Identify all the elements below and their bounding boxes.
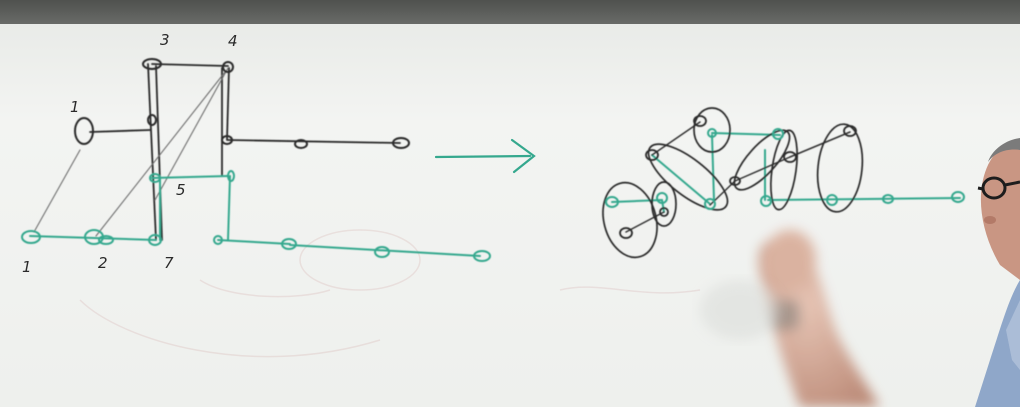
left-graph-labels: 3 4 1 1 2 7 5 bbox=[22, 31, 238, 276]
node-right-2 bbox=[294, 139, 308, 149]
glasses-icon bbox=[977, 176, 1020, 200]
rnode-b4 bbox=[729, 176, 741, 186]
label-1-top: 1 bbox=[70, 98, 80, 116]
group-4 bbox=[693, 107, 731, 153]
group-7 bbox=[816, 123, 864, 213]
rnode-b2 bbox=[645, 149, 659, 161]
left-graph-black-nodes bbox=[74, 58, 410, 149]
label-7: 7 bbox=[164, 254, 174, 272]
node-g5 bbox=[149, 173, 161, 183]
left-graph-green-edges bbox=[29, 175, 481, 257]
right-graph-green-edges bbox=[611, 132, 961, 213]
right-graph-black-edges bbox=[625, 121, 851, 233]
node-g1 bbox=[21, 230, 41, 244]
node-g11 bbox=[473, 250, 491, 262]
rnode-b7 bbox=[659, 207, 669, 217]
node-mid bbox=[147, 114, 157, 126]
hand-shadow bbox=[700, 280, 780, 340]
rnode-b3 bbox=[693, 115, 707, 127]
right-graph-groups bbox=[602, 107, 864, 259]
node-g10 bbox=[374, 246, 390, 258]
rnode-1 bbox=[605, 196, 619, 208]
rnode-6 bbox=[882, 194, 894, 204]
rnode-7 bbox=[951, 191, 965, 203]
group-1 bbox=[602, 181, 658, 259]
presenter-head bbox=[975, 138, 1020, 407]
label-3: 3 bbox=[160, 31, 170, 49]
node-right-1 bbox=[221, 135, 233, 145]
whiteboard-surface bbox=[0, 24, 1020, 407]
label-4: 4 bbox=[228, 32, 238, 50]
presenter-shirt bbox=[975, 280, 1020, 407]
node-g6 bbox=[227, 170, 235, 182]
ghost-marks bbox=[79, 229, 701, 358]
group-6 bbox=[770, 129, 798, 211]
group-3 bbox=[647, 143, 729, 211]
blurred-hand bbox=[758, 230, 880, 407]
node-3 bbox=[142, 58, 162, 70]
presenter bbox=[700, 138, 1020, 407]
node-4 bbox=[222, 61, 234, 73]
right-graph-green-nodes bbox=[605, 128, 965, 210]
label-1-bottom: 1 bbox=[22, 258, 32, 276]
rnode-b5 bbox=[783, 151, 797, 163]
rnode-5 bbox=[826, 194, 838, 206]
node-1-top bbox=[74, 117, 94, 145]
node-g8 bbox=[213, 235, 223, 245]
right-graph-black-nodes bbox=[619, 115, 857, 239]
right-graph bbox=[602, 107, 965, 259]
label-5: 5 bbox=[176, 181, 186, 199]
rnode-b1 bbox=[619, 227, 633, 239]
node-g2b bbox=[98, 235, 114, 245]
left-graph-green-nodes bbox=[21, 170, 491, 262]
node-right-3 bbox=[392, 137, 410, 149]
transform-arrow bbox=[434, 138, 536, 174]
left-graph bbox=[21, 58, 491, 262]
rnode-9 bbox=[707, 128, 717, 138]
rnode-8 bbox=[772, 128, 784, 140]
rnode-2 bbox=[656, 192, 668, 204]
node-g7 bbox=[148, 234, 162, 246]
rnode-4 bbox=[760, 195, 772, 207]
node-g9 bbox=[281, 238, 297, 250]
label-2: 2 bbox=[98, 254, 108, 272]
group-2 bbox=[651, 181, 677, 227]
rnode-3 bbox=[704, 198, 716, 210]
rnode-b6 bbox=[843, 125, 857, 137]
